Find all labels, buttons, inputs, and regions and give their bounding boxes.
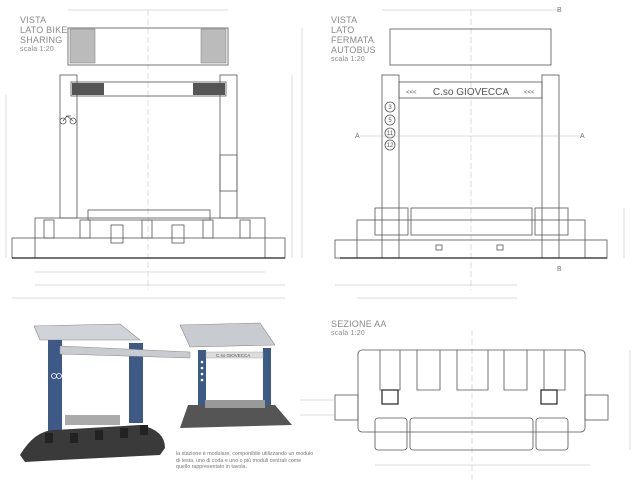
view-label-bike-sharing: VISTA LATO BIKE SHARING scala 1:20: [20, 15, 68, 55]
view-label-bus-stop: VISTA LATO FERMATA AUTOBUS scala 1:20: [331, 15, 376, 65]
bicycle-icon: [59, 115, 77, 125]
title-line: VISTA: [331, 15, 358, 25]
scale-label: scala 1:20: [331, 56, 365, 63]
title-line: AUTOBUS: [331, 45, 376, 55]
scale-label: scala 1:20: [331, 330, 365, 337]
render-bike-side: [20, 323, 191, 462]
modularity-caption: la stazione è modulare, componibile util…: [176, 451, 314, 471]
section-aa-plan: [300, 330, 631, 480]
scale-label: scala 1:20: [20, 46, 54, 53]
h-profile-right: [540, 389, 558, 405]
section-marker-a-left: A: [355, 133, 360, 140]
bus-line-badge: 5: [388, 118, 392, 124]
render-bus-side: C.so GIOVECCA: [179, 322, 292, 428]
bike-side-elevation: [5, 9, 303, 299]
title-line: FERMATA: [331, 35, 375, 45]
section-marker-b-bottom: B: [557, 266, 562, 273]
h-profile-left: [381, 389, 399, 405]
section-marker-b-top: B: [557, 7, 562, 14]
bus-line-badge: 12: [387, 143, 394, 149]
bus-side-elevation: C.so GIOVECCA <<< <<< 3 5 11 12 A A B B: [334, 7, 625, 299]
bus-line-badge: 11: [387, 131, 394, 137]
title-line: SHARING: [20, 35, 63, 45]
bus-line-badge: 3: [388, 105, 392, 111]
title-line: SEZIONE AA: [331, 319, 387, 329]
bike-logo-icon: [51, 373, 62, 379]
section-marker-a-right: A: [580, 133, 585, 140]
sign-arrows-left: <<<: [406, 90, 417, 96]
title-line: LATO BIKE: [20, 25, 68, 35]
title-line: LATO: [331, 25, 355, 35]
render-street-sign: C.so GIOVECCA: [216, 353, 250, 358]
title-line: VISTA: [20, 15, 47, 25]
view-label-section: SEZIONE AA scala 1:20: [331, 319, 387, 339]
bus-line-badges: 3 5 11 12: [384, 101, 396, 151]
street-sign-text: C.so GIOVECCA: [433, 87, 509, 98]
sign-arrows-right: <<<: [524, 90, 535, 96]
